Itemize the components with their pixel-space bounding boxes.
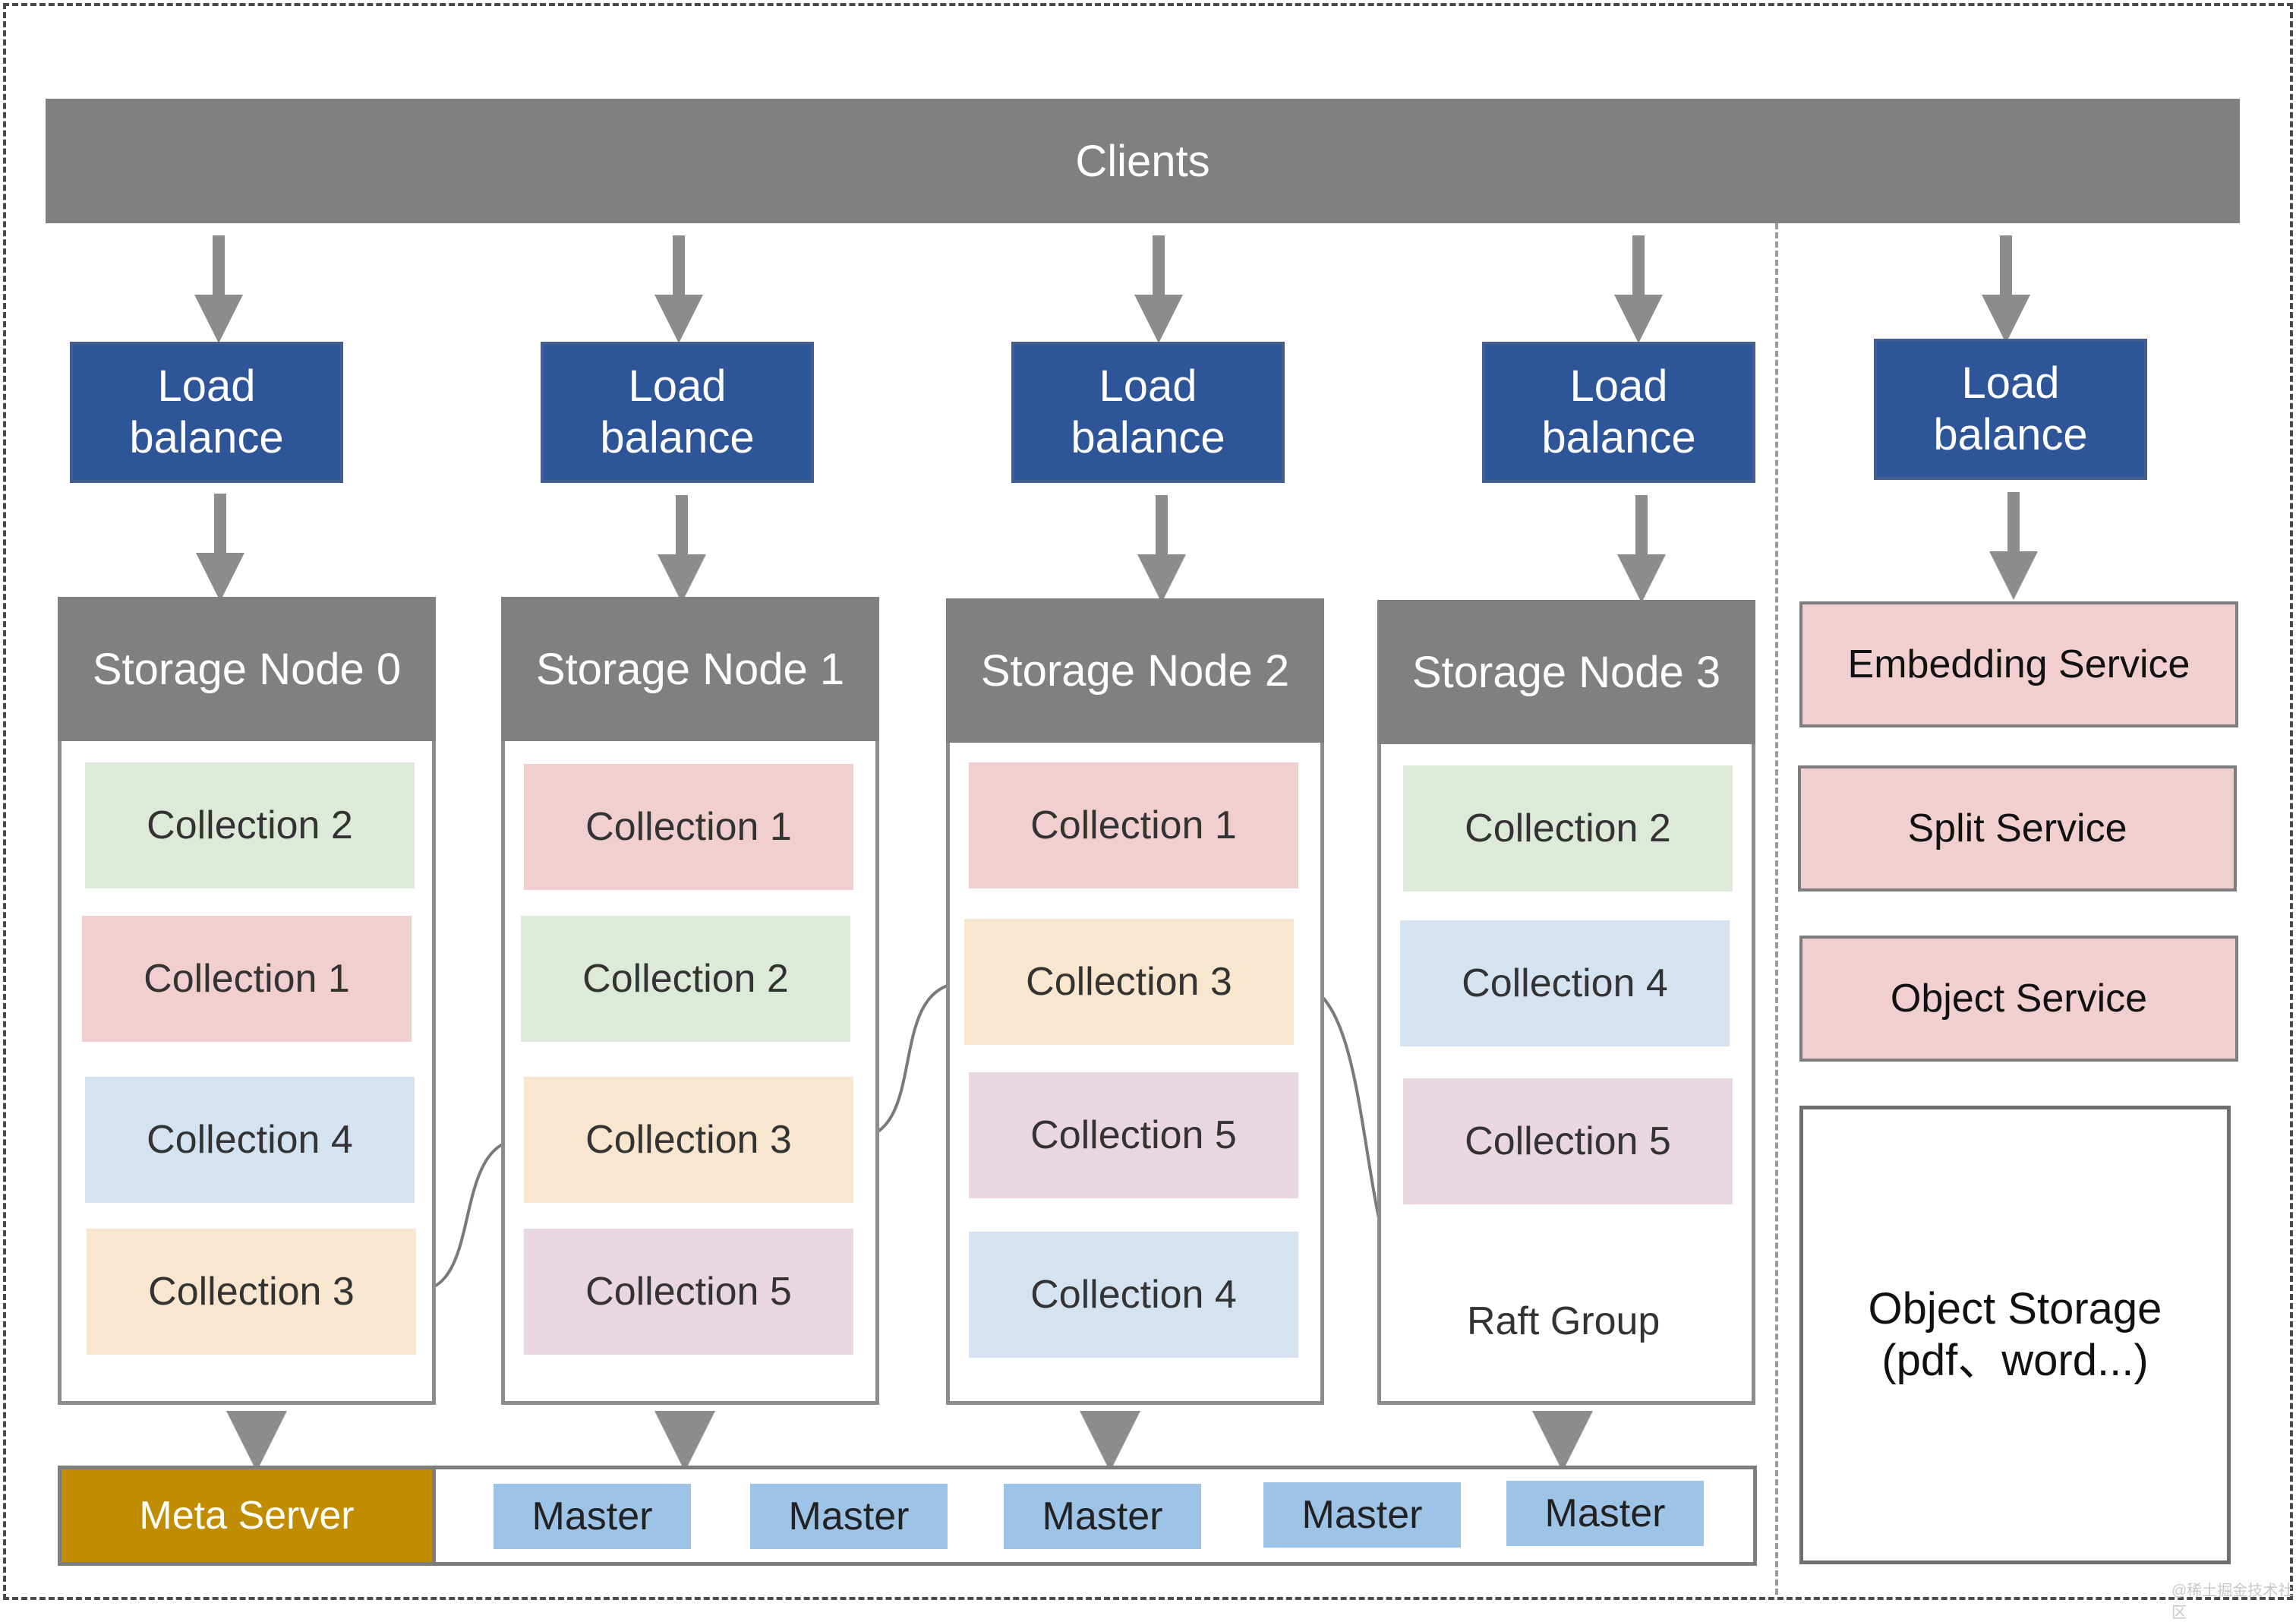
master-block: Master	[1506, 1481, 1704, 1546]
master-block: Master	[750, 1484, 948, 1549]
object-service: Object Service	[1799, 936, 2238, 1062]
storage-node-title: Storage Node 3	[1377, 600, 1755, 744]
watermark: @稀土掘金技术社区	[2171, 1583, 2294, 1621]
collection-block: Collection 3	[87, 1229, 416, 1355]
object-storage-types: (pdf、word...)	[1881, 1336, 2149, 1385]
section-divider	[1775, 223, 1778, 1595]
storage-node-title: Storage Node 1	[501, 597, 879, 741]
meta-server: Meta Server	[58, 1466, 436, 1566]
embedding-service: Embedding Service	[1799, 601, 2238, 727]
storage-node-title: Storage Node 2	[946, 598, 1324, 743]
collection-block: Collection 2	[521, 916, 850, 1042]
load-balancer-4: Load balance	[1874, 339, 2147, 480]
collection-block: Collection 4	[1400, 920, 1730, 1046]
master-block: Master	[1004, 1484, 1201, 1549]
collection-block: Collection 2	[1403, 765, 1733, 891]
load-balancer-3: Load balance	[1482, 342, 1755, 483]
collection-block: Collection 5	[1403, 1078, 1733, 1204]
object-storage: Object Storage (pdf、word...)	[1799, 1106, 2231, 1564]
master-block: Master	[494, 1484, 691, 1549]
split-service: Split Service	[1798, 765, 2237, 891]
collection-block: Collection 4	[85, 1077, 415, 1203]
collection-block: Collection 1	[969, 762, 1298, 888]
load-balancer-0: Load balance	[70, 342, 343, 483]
raft-group-label: Raft Group	[1467, 1299, 1660, 1343]
collection-block: Collection 5	[969, 1072, 1298, 1198]
load-balancer-2: Load balance	[1011, 342, 1285, 483]
collection-block: Collection 4	[969, 1232, 1298, 1358]
collection-block: Collection 3	[964, 919, 1294, 1045]
clients-bar: Clients	[46, 99, 2240, 223]
outer-frame	[3, 3, 2293, 1600]
collection-block: Collection 2	[85, 762, 415, 888]
load-balancer-1: Load balance	[541, 342, 814, 483]
raft-link-node0-node1	[415, 1138, 525, 1292]
master-block: Master	[1263, 1482, 1461, 1548]
collection-block: Collection 1	[82, 916, 412, 1042]
collection-block: Collection 1	[524, 764, 853, 890]
object-storage-title: Object Storage	[1868, 1284, 2162, 1333]
storage-node-title: Storage Node 0	[58, 597, 436, 741]
collection-block: Collection 5	[524, 1229, 853, 1355]
collection-block: Collection 3	[524, 1077, 853, 1203]
